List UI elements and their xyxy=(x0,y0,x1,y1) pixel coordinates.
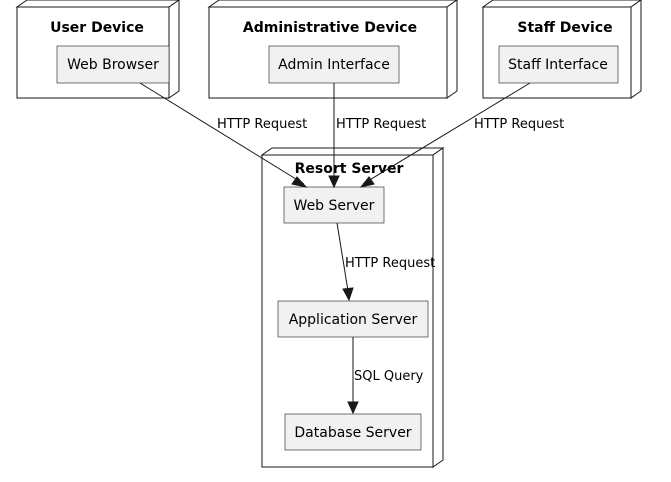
staff-device-side-face xyxy=(630,0,642,99)
edge-web-to-app-label: HTTP Request xyxy=(345,256,435,271)
user-device-node: User Device Web Browser xyxy=(15,0,180,99)
edge-admin-to-web: HTTP Request xyxy=(328,83,426,189)
admin-device-node: Administrative Device Admin Interface xyxy=(207,0,458,99)
staff-interface-box xyxy=(498,45,619,84)
resort-server-title: Resort Server xyxy=(295,161,404,177)
edge-staff-to-web: HTTP Request xyxy=(359,82,564,188)
staff-interface-label: Staff Interface xyxy=(508,57,608,73)
edge-app-to-db-label: SQL Query xyxy=(354,369,424,384)
admin-interface-label: Admin Interface xyxy=(278,57,390,73)
user-device-title: User Device xyxy=(50,20,144,36)
admin-device-side-face xyxy=(446,0,458,99)
resort-server-node: Resort Server Web Server Application Ser… xyxy=(260,147,445,468)
admin-device-title: Administrative Device xyxy=(243,20,417,36)
edge-web-to-app-arrowhead xyxy=(342,287,354,302)
edge-browser-to-web-line xyxy=(139,82,305,185)
staff-device-title: Staff Device xyxy=(517,20,612,36)
edge-web-to-app: HTTP Request xyxy=(336,222,435,302)
user-device-top-face xyxy=(15,0,180,8)
edge-admin-to-web-arrowhead xyxy=(328,175,340,189)
admin-device-top-face xyxy=(207,0,458,8)
edge-browser-to-web: HTTP Request xyxy=(139,82,308,188)
edge-staff-to-web-line xyxy=(362,82,531,185)
database-server-label: Database Server xyxy=(294,425,411,441)
web-browser-box xyxy=(56,45,170,84)
edge-browser-to-web-arrowhead xyxy=(291,176,308,188)
web-browser-label: Web Browser xyxy=(67,57,159,73)
web-server-box xyxy=(283,186,385,224)
database-server-box xyxy=(284,413,422,451)
edge-app-to-db-arrowhead xyxy=(347,401,359,415)
user-device-side-face xyxy=(168,0,180,99)
edge-browser-to-web-label: HTTP Request xyxy=(217,117,307,132)
application-server-box xyxy=(277,300,429,338)
staff-device-node: Staff Device Staff Interface xyxy=(481,0,642,99)
application-server-label: Application Server xyxy=(289,312,418,328)
edge-web-to-app-line xyxy=(336,222,350,298)
admin-interface-box xyxy=(268,45,400,84)
resort-server-side-face xyxy=(432,147,444,468)
edge-app-to-db: SQL Query xyxy=(347,337,424,415)
staff-device-top-face xyxy=(481,0,642,8)
edge-admin-to-web-label: HTTP Request xyxy=(336,117,426,132)
edge-staff-to-web-label: HTTP Request xyxy=(474,117,564,132)
edge-staff-to-web-arrowhead xyxy=(359,176,375,188)
web-server-label: Web Server xyxy=(294,198,375,214)
